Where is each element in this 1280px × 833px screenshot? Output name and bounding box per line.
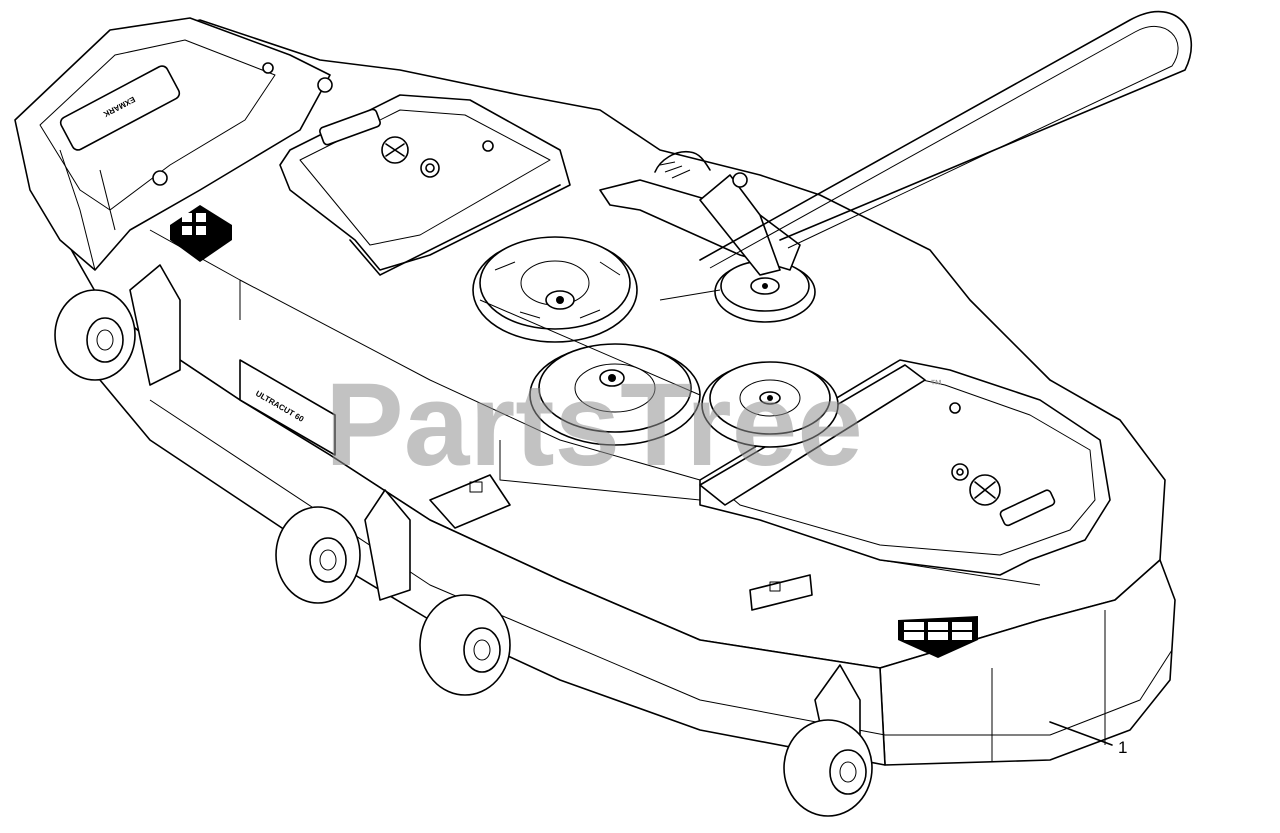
anti-scalp-wheel-3: [419, 594, 511, 696]
callout-label: 1: [1118, 738, 1127, 757]
belt-cover-left: [279, 94, 571, 276]
diamond-decal-rear: [170, 205, 232, 262]
anti-scalp-wheel-2: [275, 506, 361, 604]
warning-decal-front: [749, 574, 813, 611]
anti-scalp-wheel-4: [783, 719, 873, 817]
drive-belt: [479, 10, 1192, 396]
pulley-rear-spindle: [472, 236, 638, 343]
callout-leader-line: [1049, 721, 1113, 746]
bracket-rear: [129, 264, 181, 386]
bracket-mid: [364, 489, 411, 601]
pulley-idler-right: [701, 361, 839, 448]
warning-decal-side: [429, 474, 511, 529]
diamond-decal-front: [898, 616, 978, 658]
callout-1: 1: [1049, 721, 1127, 757]
rear-hood: EXMARK: [14, 17, 333, 271]
anti-scalp-wheel-1: [54, 289, 136, 381]
pulley-center-spindle: [529, 343, 701, 446]
watermark-trademark: ™: [930, 377, 942, 391]
watermark-text: PartsTree: [325, 359, 863, 491]
idler-arm-spring: [599, 150, 801, 276]
